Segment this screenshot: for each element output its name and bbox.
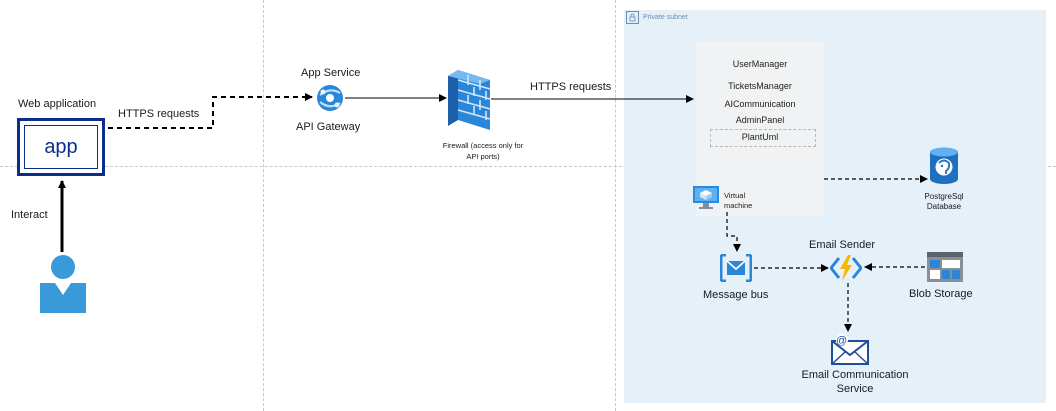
api-gateway-label: API Gateway: [296, 121, 361, 133]
app-service-title: App Service: [301, 67, 361, 79]
email-sender-label: Email Sender: [809, 239, 876, 251]
private-subnet-area: [624, 10, 1046, 403]
email-service-label-line2: Service: [836, 383, 874, 395]
user-icon: [40, 255, 86, 313]
blob-storage-icon: [927, 252, 963, 282]
database-label-line1: PostgreSql: [924, 192, 964, 201]
email-service-label-line1: Email Communication: [801, 369, 909, 381]
module-plantuml-box: [710, 129, 816, 147]
edge-label-https-2: HTTPS requests: [530, 81, 612, 93]
subnet-label: Private subnet: [643, 14, 688, 21]
svg-text:@: @: [836, 335, 847, 347]
email-communication-icon: @: [831, 334, 869, 365]
function-lightning-icon: [830, 255, 862, 281]
vm-label-line1: Virtual: [724, 191, 746, 200]
firewall-label-line2: API ports): [466, 152, 500, 161]
firewall-icon: [448, 70, 490, 130]
interact-label: Interact: [11, 209, 48, 221]
edge-vm-to-messagebus: [726, 212, 741, 252]
database-label-line2: Database: [926, 202, 962, 211]
message-bus-label: Message bus: [703, 289, 769, 301]
firewall-label-line1: Firewall (access only for: [442, 141, 524, 150]
guide-line: [263, 0, 264, 411]
edge-app-to-appservice: [108, 93, 313, 129]
edge-label-https-1: HTTPS requests: [118, 108, 200, 120]
web-app-title: Web application: [18, 98, 97, 110]
web-app-label: app: [24, 125, 98, 169]
module-usermanager: UserManager: [732, 59, 788, 69]
module-aicommunication: AICommunication: [724, 99, 796, 109]
module-plantuml: PlantUml: [741, 132, 779, 142]
blob-storage-label: Blob Storage: [909, 288, 973, 300]
vm-label-line2: machine: [724, 201, 753, 210]
message-bus-icon: [720, 254, 752, 282]
database-icon: [930, 147, 958, 184]
guide-line: [615, 0, 616, 411]
module-adminpanel: AdminPanel: [735, 115, 785, 125]
module-ticketsmanager: TicketsManager: [728, 81, 792, 91]
virtual-machine-icon: [693, 186, 719, 209]
lock-icon: [626, 11, 639, 24]
web-app-box: app: [17, 118, 105, 176]
guide-line: [0, 166, 1056, 167]
app-service-icon: [317, 85, 343, 111]
